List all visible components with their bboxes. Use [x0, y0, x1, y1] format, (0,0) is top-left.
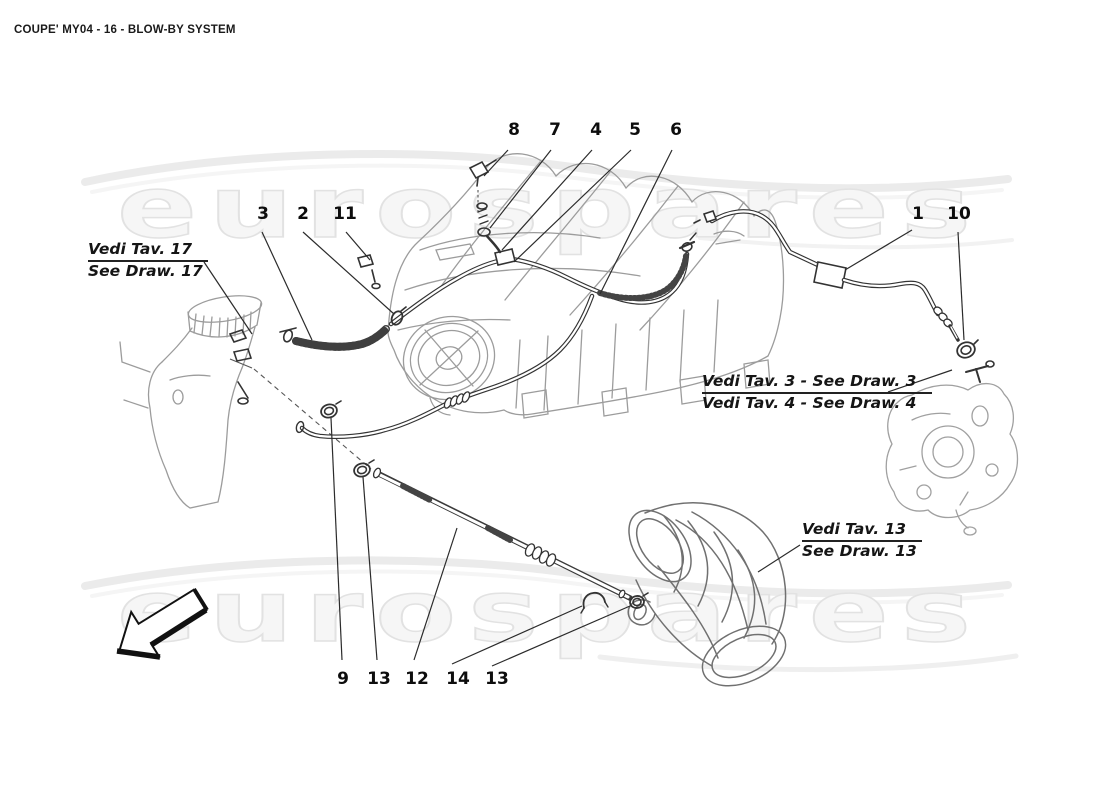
callout-part-13-right[interactable]: 13 [485, 669, 509, 689]
page-title: COUPE' MY04 - 16 - BLOW-BY SYSTEM [14, 24, 236, 36]
callout-part-5[interactable]: 5 [629, 120, 641, 140]
callout-part-9[interactable]: 9 [337, 669, 349, 689]
watermark-text-bottom: eurospares [116, 561, 984, 662]
callout-part-11[interactable]: 11 [333, 204, 357, 224]
direction-arrow-icon [116, 587, 209, 660]
hoses-drawing [292, 209, 960, 601]
callout-part-13-left[interactable]: 13 [367, 669, 391, 689]
callout-part-4[interactable]: 4 [590, 120, 602, 140]
note-see-draw-17-line1: Vedi Tav. 17 [88, 240, 209, 262]
callout-part-8[interactable]: 8 [508, 120, 520, 140]
note-see-draw-13: Vedi Tav. 13 See Draw. 13 [802, 520, 923, 561]
callout-part-7[interactable]: 7 [549, 120, 561, 140]
note-see-draw-3-4-line1: Vedi Tav. 3 - See Draw. 3 [702, 372, 933, 394]
callout-part-12[interactable]: 12 [405, 669, 429, 689]
leader-lines [203, 149, 965, 667]
note-see-draw-13-line1: Vedi Tav. 13 [802, 520, 923, 542]
callout-part-10[interactable]: 10 [947, 204, 971, 224]
assembly-dashed-lines [229, 190, 479, 470]
note-see-draw-13-line2: See Draw. 13 [802, 542, 917, 560]
callout-part-2[interactable]: 2 [297, 204, 309, 224]
note-see-draw-17: Vedi Tav. 17 See Draw. 17 [88, 240, 209, 281]
intake-manifold-drawing [387, 153, 785, 419]
note-see-draw-3-4-line2: Vedi Tav. 4 - See Draw. 4 [702, 394, 917, 412]
callout-part-14[interactable]: 14 [446, 669, 470, 689]
watermark-text-top: eurospares [116, 157, 984, 258]
callout-part-3[interactable]: 3 [257, 204, 269, 224]
pump-assembly-drawing [885, 383, 1019, 536]
note-see-draw-3-4: Vedi Tav. 3 - See Draw. 3 Vedi Tav. 4 - … [702, 372, 933, 413]
note-see-draw-17-line2: See Draw. 17 [88, 262, 203, 280]
callout-part-6[interactable]: 6 [670, 120, 682, 140]
callout-part-1[interactable]: 1 [912, 204, 924, 224]
air-duct-drawing [627, 502, 787, 687]
